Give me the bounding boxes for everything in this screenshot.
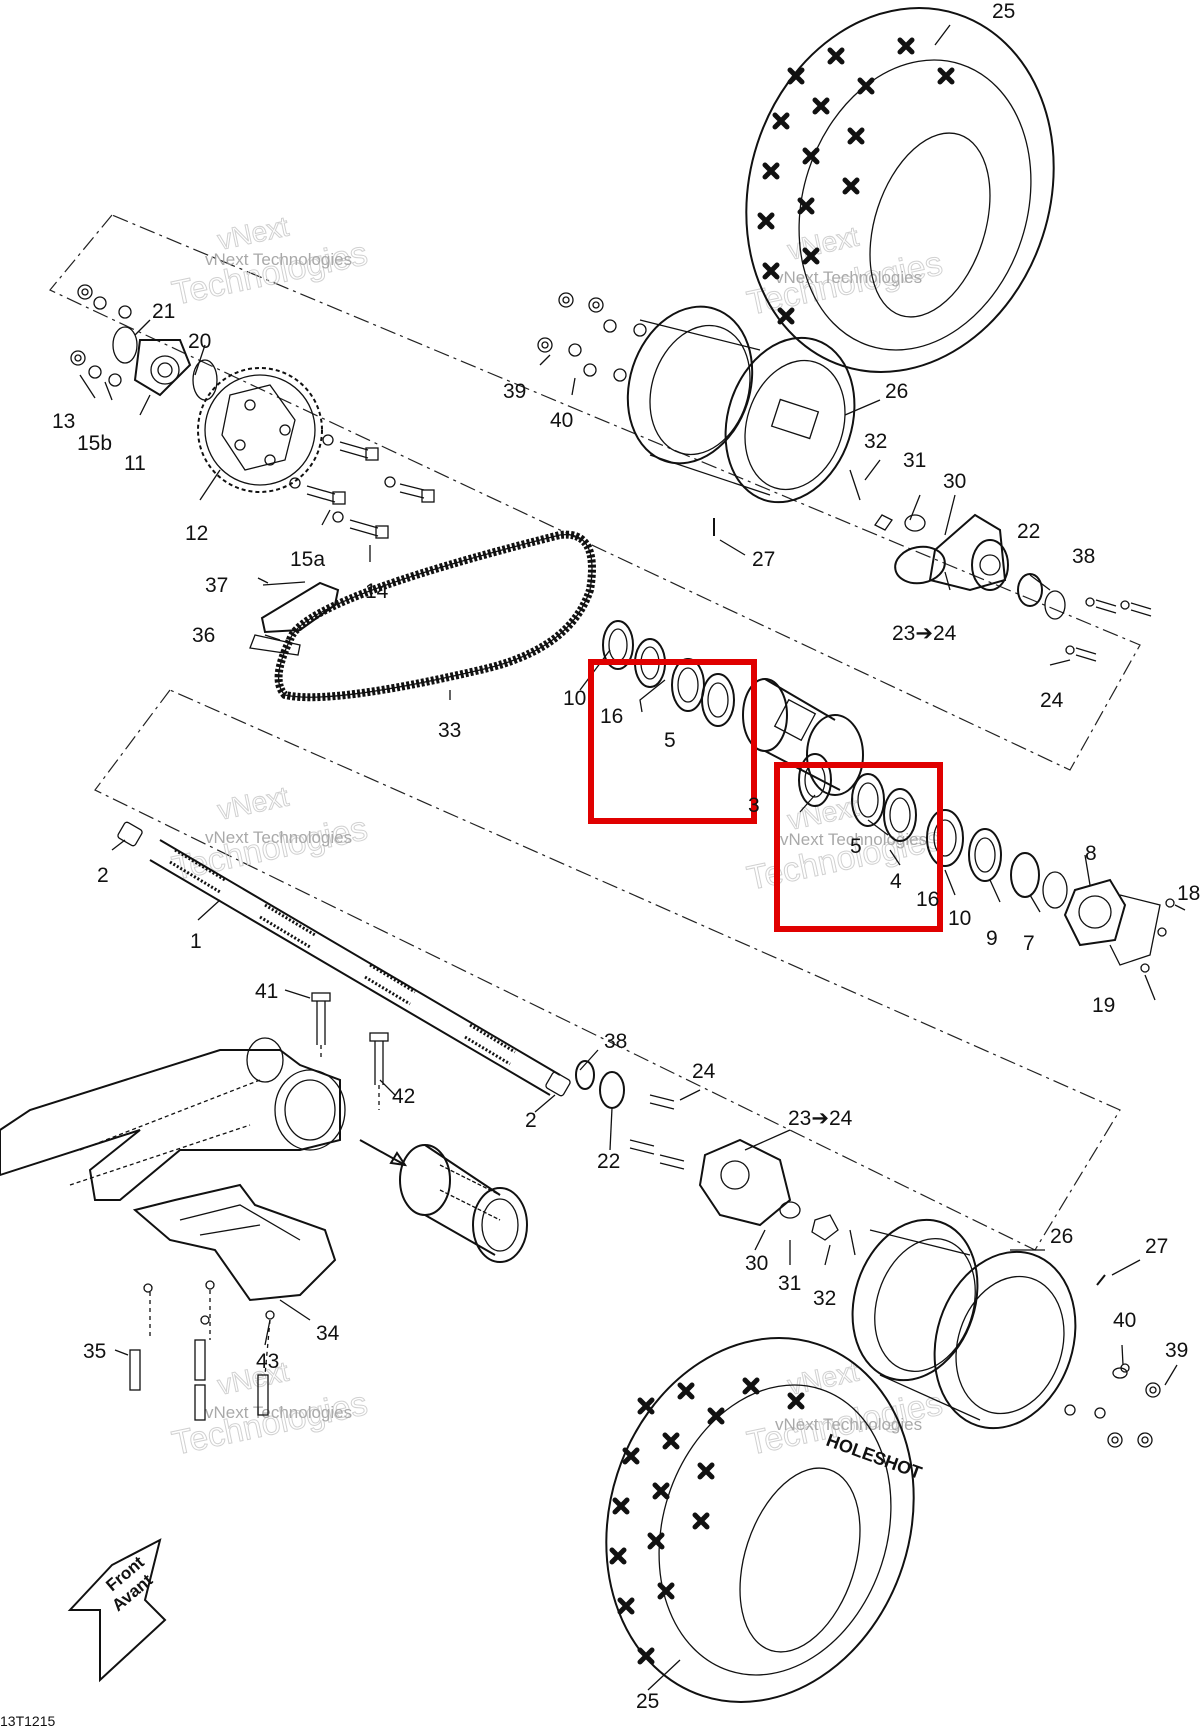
callout-35: 35 xyxy=(83,1340,106,1363)
callout-37: 37 xyxy=(205,574,228,597)
callout-27-top: 27 xyxy=(752,548,775,571)
callout-4: 4 xyxy=(890,870,902,893)
lug-nuts-bottom xyxy=(1064,1363,1161,1448)
callout-19: 19 xyxy=(1092,994,1115,1017)
callout-2-bot: 2 xyxy=(525,1109,537,1132)
svg-text:vNext Technologies: vNext Technologies xyxy=(775,268,922,287)
watermark: vNext Technologies vNext Technologies vN… xyxy=(168,210,946,1463)
bearing-stack-right xyxy=(798,753,1068,909)
svg-text:vNext Technologies: vNext Technologies xyxy=(205,250,352,269)
callout-9: 9 xyxy=(986,927,998,950)
callout-16-left: 16 xyxy=(600,705,623,728)
wheel-rim-top xyxy=(626,305,856,536)
highlight-box-left xyxy=(588,659,757,824)
callout-36: 36 xyxy=(192,624,215,647)
svg-text:vNext: vNext xyxy=(785,221,862,266)
callout-20: 20 xyxy=(188,330,211,353)
swing-arm-bolts xyxy=(129,992,389,1421)
callout-39-top: 39 xyxy=(503,380,526,403)
callout-21: 21 xyxy=(152,300,175,323)
leader-lines xyxy=(79,24,1186,1691)
upper-assembly-boundary xyxy=(49,214,1141,771)
callout-39-bot: 39 xyxy=(1165,1339,1188,1362)
callout-2-top: 2 xyxy=(97,864,109,887)
lug-nuts-top xyxy=(537,292,647,382)
svg-text:vNext: vNext xyxy=(215,1356,292,1401)
callout-33: 33 xyxy=(438,719,461,742)
callout-12: 12 xyxy=(185,522,208,545)
callout-31-bot: 31 xyxy=(778,1272,801,1295)
rear-axle-shaft xyxy=(117,821,571,1097)
callout-13: 13 xyxy=(52,410,75,433)
callout-38-bot: 38 xyxy=(604,1030,627,1053)
highlight-box-right xyxy=(774,762,943,932)
axle-housing xyxy=(742,678,864,796)
callout-10-left: 10 xyxy=(563,687,586,710)
callout-43: 43 xyxy=(256,1350,279,1373)
callout-18: 18 xyxy=(1177,882,1200,905)
callout-40-bot: 40 xyxy=(1113,1309,1136,1332)
skid-plate xyxy=(132,1183,337,1302)
svg-text:vNext: vNext xyxy=(785,1356,862,1401)
callout-23-24-bot: 23➔24 xyxy=(788,1107,853,1130)
svg-text:vNext: vNext xyxy=(215,781,292,826)
svg-text:vNext Technologies: vNext Technologies xyxy=(205,828,352,847)
callout-1: 1 xyxy=(190,930,202,953)
wheel-rim-bottom xyxy=(851,1218,1106,1430)
chain-guide xyxy=(249,581,340,656)
sprocket-bolts xyxy=(289,434,435,539)
brake-carrier xyxy=(1063,878,1175,973)
callout-22-top: 22 xyxy=(1017,520,1040,543)
drawing-code: 13T1215 xyxy=(0,1713,55,1729)
callout-30-top: 30 xyxy=(943,470,966,493)
rear-tire-top xyxy=(745,7,1055,373)
callout-41: 41 xyxy=(255,980,278,1003)
callout-25-top: 25 xyxy=(992,0,1015,23)
sprocket xyxy=(197,367,323,493)
callout-42: 42 xyxy=(392,1085,415,1108)
callout-15a: 15a xyxy=(290,548,325,571)
callout-11: 11 xyxy=(124,452,146,475)
callout-23-24-top: 23➔24 xyxy=(892,622,957,645)
drive-chain xyxy=(274,530,596,702)
callout-26-top: 26 xyxy=(885,380,908,403)
callout-24-bot: 24 xyxy=(692,1060,716,1083)
callout-5-left: 5 xyxy=(664,729,676,752)
callout-22-bot: 22 xyxy=(597,1150,620,1173)
svg-text:Technologies: Technologies xyxy=(169,234,371,312)
callout-32-bot: 32 xyxy=(813,1287,836,1310)
callout-3: 3 xyxy=(748,794,760,817)
callout-7: 7 xyxy=(1023,932,1035,955)
callout-30-bot: 30 xyxy=(745,1252,768,1275)
hub-bolts-top xyxy=(1065,597,1152,662)
rear-tire-bottom: HOLESHOT xyxy=(605,1337,924,1703)
callout-26-bot: 26 xyxy=(1050,1225,1073,1248)
front-direction-arrow: Front Avant xyxy=(67,1538,167,1683)
callout-10-right: 10 xyxy=(948,907,971,930)
callout-25-bot: 25 xyxy=(636,1690,659,1713)
callout-16-right: 16 xyxy=(916,888,939,911)
sprocket-hub-assembly xyxy=(70,284,218,401)
callout-27-bot: 27 xyxy=(1145,1235,1168,1258)
callout-32-top: 32 xyxy=(864,430,887,453)
svg-text:Technologies: Technologies xyxy=(169,1384,371,1462)
callout-31-top: 31 xyxy=(903,449,926,472)
svg-text:vNext Technologies: vNext Technologies xyxy=(775,1415,922,1434)
wheel-hub-top xyxy=(849,469,1066,620)
swing-arm xyxy=(0,1037,346,1201)
callout-labels: 25 21 20 13 15b 11 12 15a 14 37 36 33 39… xyxy=(52,0,1200,1713)
callout-38-top: 38 xyxy=(1072,545,1095,568)
callout-40-top: 40 xyxy=(550,409,573,432)
svg-text:vNext Technologies: vNext Technologies xyxy=(205,1403,352,1422)
callout-8: 8 xyxy=(1085,842,1097,865)
callout-24-top: 24 xyxy=(1040,689,1064,712)
callout-15b: 15b xyxy=(77,432,112,455)
callout-5-right: 5 xyxy=(850,835,862,858)
eccentric-housing xyxy=(359,1139,528,1263)
callout-34: 34 xyxy=(316,1322,340,1345)
callout-14: 14 xyxy=(365,580,389,603)
